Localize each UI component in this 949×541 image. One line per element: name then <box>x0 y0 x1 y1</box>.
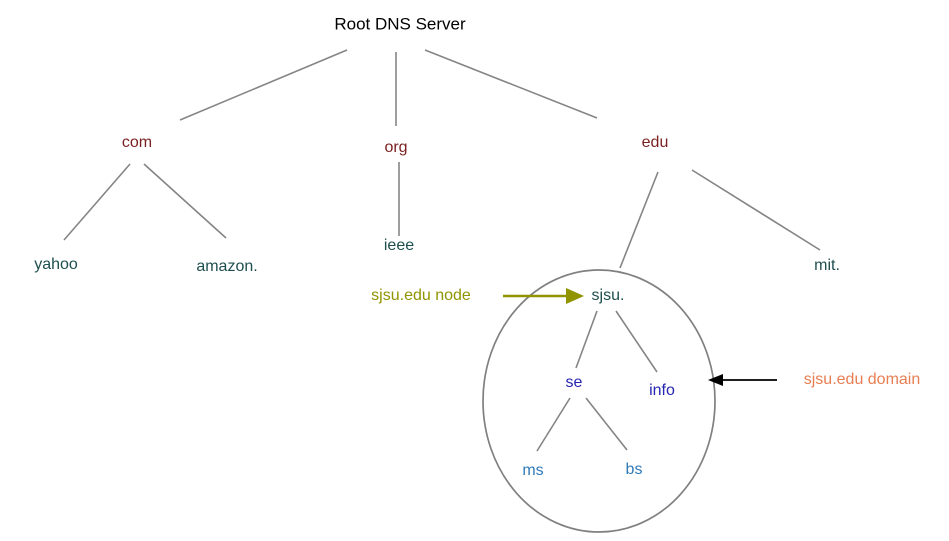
node-se: se <box>565 374 583 392</box>
arrow-right-icon <box>503 288 584 304</box>
node-org: org <box>384 139 408 157</box>
node-sjsu: sjsu. <box>591 287 625 305</box>
edge-sjsu-info <box>615 310 658 373</box>
edge-com-yahoo <box>63 163 131 241</box>
node-edu: edu <box>641 134 669 152</box>
edge-sjsu-se <box>575 310 598 369</box>
tree-edges <box>63 49 821 452</box>
node-com: com <box>121 134 153 152</box>
node-root-dns-server: Root DNS Server <box>334 14 466 34</box>
arrow-left-icon <box>708 374 777 386</box>
node-ms: ms <box>522 462 544 480</box>
node-mit: mit. <box>814 257 840 275</box>
edge-se-ms <box>536 397 571 452</box>
node-ieee: ieee <box>383 237 415 255</box>
edge-com-amazon <box>143 163 227 239</box>
edge-edu-mit <box>691 169 821 251</box>
node-bs: bs <box>625 461 643 479</box>
sjsu-node-annotation: sjsu.edu node <box>371 287 471 305</box>
node-amazon: amazon. <box>196 258 258 276</box>
edge-edu-sjsu <box>619 171 659 269</box>
node-info: info <box>649 382 675 400</box>
edge-se-bs <box>585 397 628 451</box>
sjsu-domain-annotation: sjsu.edu domain <box>803 371 921 389</box>
sjsu-domain-ellipse <box>482 269 716 533</box>
edge-root-com <box>179 49 348 121</box>
edge-root-edu <box>424 49 598 119</box>
node-yahoo: yahoo <box>34 256 78 274</box>
